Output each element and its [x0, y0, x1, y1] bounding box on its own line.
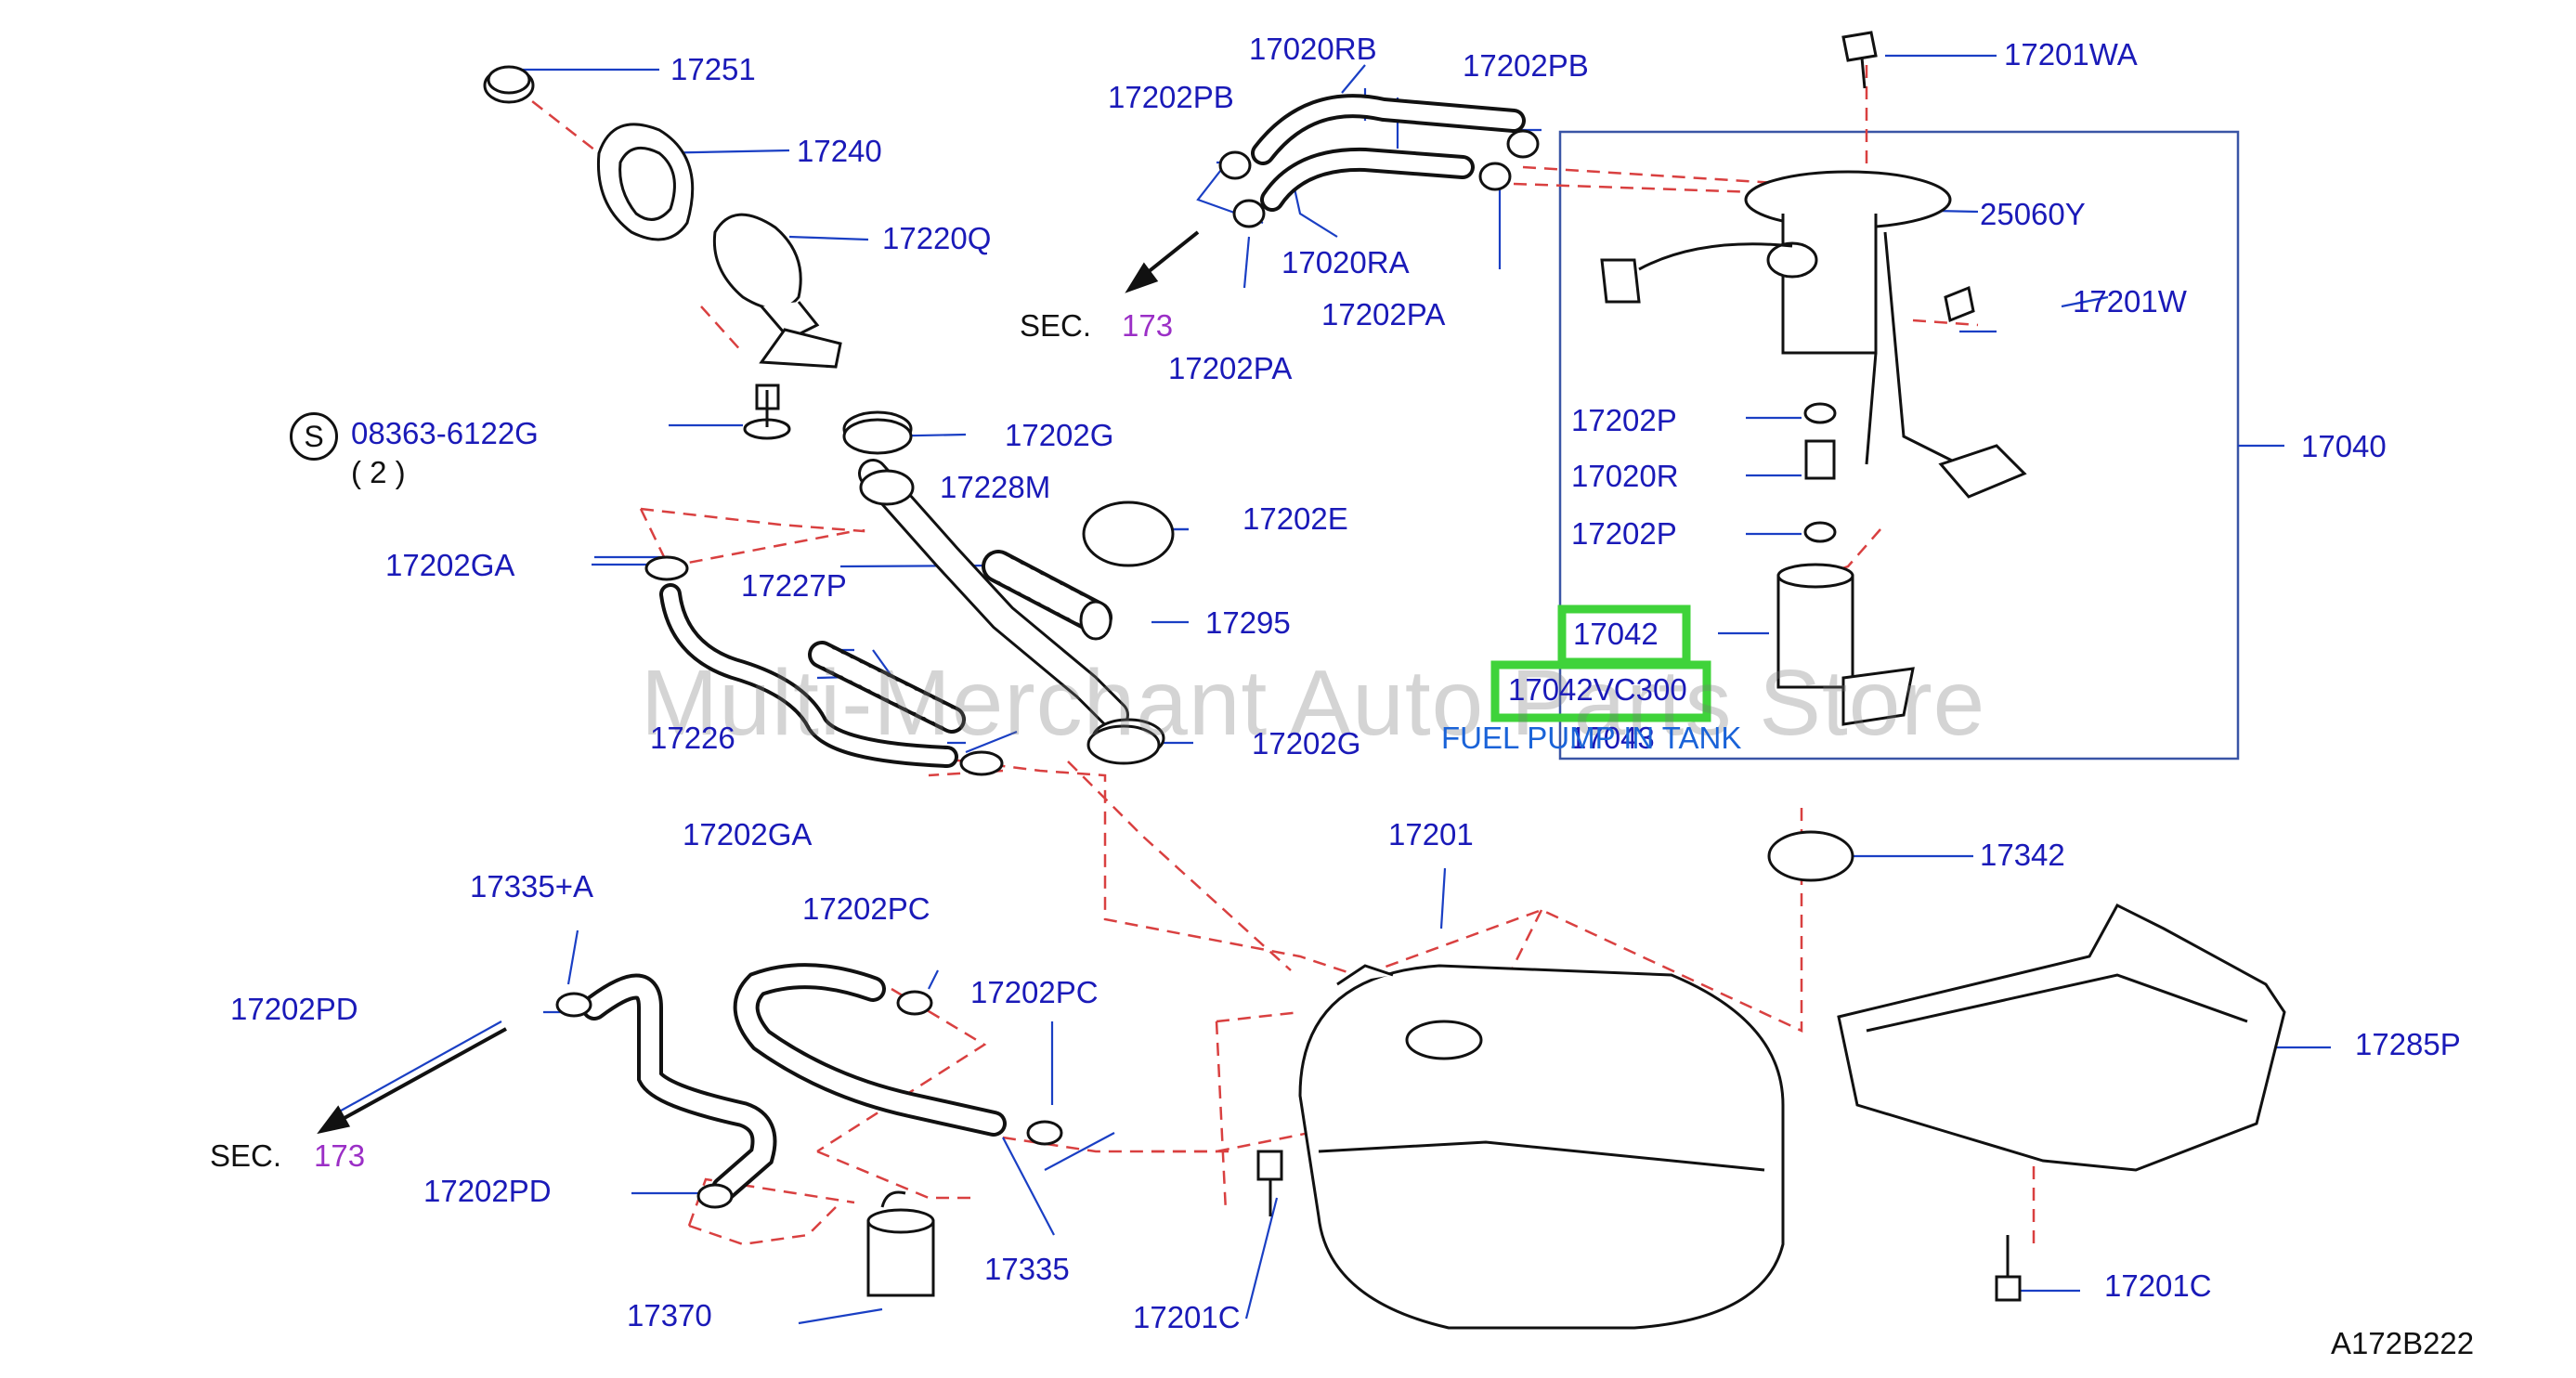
part-label-17042VC300[interactable]: 17042VC300 [1508, 672, 1687, 707]
part-label-17201C-right[interactable]: 17201C [2104, 1268, 2212, 1303]
part-label-17202PD-upper[interactable]: 17202PD [230, 992, 358, 1026]
highlight-boxes [1490, 604, 1711, 722]
part-label-17228M[interactable]: 17228M [940, 470, 1051, 504]
part-label-17202P-lower[interactable]: 17202P [1571, 516, 1677, 551]
part-label-17202G-upper[interactable]: 17202G [1005, 418, 1114, 452]
sec-ref-prefix-lower: SEC. [210, 1138, 282, 1173]
part-label-17202PB-right[interactable]: 17202PB [1463, 48, 1589, 83]
part-label-17202PC-left[interactable]: 17202PC [802, 891, 930, 926]
part-label-17342[interactable]: 17342 [1980, 838, 2065, 872]
part-label-17201C-left[interactable]: 17201C [1133, 1300, 1241, 1334]
part-label-17043[interactable]: 17043 [1569, 721, 1655, 755]
diagram-code: A172B222 [2331, 1326, 2475, 1360]
watermark: Multi-Merchant Auto Parts Store [641, 651, 1986, 755]
sec-arrows [317, 230, 1200, 1135]
part-label-17335[interactable]: 17335 [984, 1252, 1070, 1286]
assembly-dashed-lines [514, 65, 2036, 1246]
part-label-17202G-lower[interactable]: 17202G [1252, 726, 1361, 760]
part-label-17202PA-left[interactable]: 17202PA [1168, 351, 1293, 385]
sec-ref-number-upper[interactable]: 173 [1122, 308, 1174, 343]
part-label-17042[interactable]: 17042 [1573, 617, 1659, 651]
part-label-17240[interactable]: 17240 [797, 134, 882, 168]
part-label-17335A[interactable]: 17335+A [470, 869, 594, 904]
sec-ref-number-lower[interactable]: 173 [314, 1138, 366, 1173]
part-label-17020R[interactable]: 17020R [1571, 459, 1679, 493]
caption-fuel-pump-in-tank: FUEL PUMP IN TANK [1441, 721, 1742, 755]
part-label-17202PD-lower[interactable]: 17202PD [423, 1174, 552, 1208]
bolt-quantity: ( 2 ) [351, 455, 406, 489]
part-label-17202P-upper[interactable]: 17202P [1571, 403, 1677, 437]
part-label-17285P[interactable]: 17285P [2355, 1027, 2461, 1061]
part-label-17220Q[interactable]: 17220Q [882, 221, 992, 255]
part-label-17226[interactable]: 17226 [650, 721, 735, 755]
part-label-17201[interactable]: 17201 [1388, 817, 1474, 852]
part-label-25060Y[interactable]: 25060Y [1980, 197, 2086, 231]
part-label-17202PB-left[interactable]: 17202PB [1108, 80, 1234, 114]
part-label-17020RB[interactable]: 17020RB [1249, 32, 1377, 66]
part-label-17201WA[interactable]: 17201WA [2004, 37, 2138, 72]
part-label-17202PA-right[interactable]: 17202PA [1321, 297, 1446, 332]
part-label-17227P[interactable]: 17227P [741, 568, 847, 603]
part-label-17020RA[interactable]: 17020RA [1281, 245, 1410, 280]
part-label-17251[interactable]: 17251 [670, 52, 756, 86]
part-drawings [483, 31, 2286, 1330]
sec-ref-prefix-upper: SEC. [1020, 308, 1092, 343]
part-label-17202E[interactable]: 17202E [1242, 501, 1348, 536]
part-label-17202GA-upper[interactable]: 17202GA [385, 548, 515, 582]
part-label-08363-6122G[interactable]: 08363-6122G [351, 416, 539, 450]
part-label-17201W[interactable]: 17201W [2073, 284, 2187, 318]
highlight-17042VC300 [1490, 660, 1711, 722]
part-label-17040[interactable]: 17040 [2301, 429, 2387, 463]
part-label-17202GA-lower[interactable]: 17202GA [683, 817, 813, 852]
part-label-17295[interactable]: 17295 [1205, 605, 1291, 640]
part-label-17202PC-right[interactable]: 17202PC [970, 975, 1099, 1009]
s-symbol: S [290, 412, 338, 461]
part-label-17370[interactable]: 17370 [627, 1298, 712, 1332]
